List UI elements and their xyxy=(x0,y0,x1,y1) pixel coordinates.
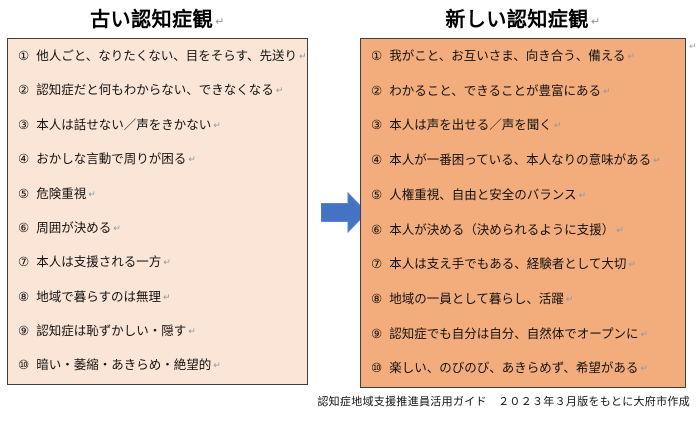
item-text: おかしな言動で周りが困る xyxy=(36,151,187,167)
paragraph-mark-icon: ↵ xyxy=(113,223,121,234)
paragraph-mark-icon: ↵ xyxy=(590,15,601,28)
item-number: ⑦ xyxy=(371,256,383,272)
paragraph-mark-icon: ↵ xyxy=(616,225,624,236)
item-number: ⑨ xyxy=(18,323,30,338)
item-number: ③ xyxy=(371,117,383,133)
list-item: ① 我がこと、お互いさま、向き合う、備える↵ xyxy=(371,48,681,64)
list-item: ① 他人ごと、なりたくない、目をそらす、先送り↵ xyxy=(18,48,307,64)
paragraph-mark-icon: ↵ xyxy=(553,121,562,132)
paragraph-mark-icon: ↵ xyxy=(215,15,225,28)
item-text: 危険重視 xyxy=(36,185,87,201)
paragraph-mark-icon: ↵ xyxy=(689,42,697,52)
list-item: ⑨ 認知症でも自分は自分、自然体でオープンに↵ xyxy=(371,326,681,342)
paragraph-mark-icon: ↵ xyxy=(275,86,284,97)
list-item: ② 認知症だと何もわからない、できなくなる↵ xyxy=(18,82,303,98)
list-item: ⑩ 暗い・萎縮・あきらめ・絶望的↵ xyxy=(18,357,303,373)
paragraph-mark-icon: ↵ xyxy=(628,260,636,271)
item-number: ⑨ xyxy=(371,325,383,341)
item-text: 周囲が決める xyxy=(36,219,112,235)
item-number: ⑥ xyxy=(371,221,383,237)
list-item: ④ おかしな言動で周りが困る↵ xyxy=(18,151,303,167)
item-text: わかること、できることが豊富にある xyxy=(389,82,601,98)
paragraph-mark-icon: ↵ xyxy=(88,189,96,200)
list-item: ⑥ 周囲が決める↵ xyxy=(18,220,303,236)
item-text: 認知症は恥ずかしい・隠す xyxy=(36,323,187,338)
item-text: 本人が決める（決められるように支援） xyxy=(389,221,615,237)
list-item: ⑧ 地域の一員として暮らし、活躍↵ xyxy=(371,291,681,307)
item-text: 本人は支え手でもある、経験者として大切 xyxy=(389,256,627,272)
source-footer: 認知症地域支援推進員活用ガイド ２０２３年３月版をもとに大府市作成 xyxy=(317,395,690,408)
item-text: 地域で暮らすのは無理 xyxy=(36,288,161,304)
paragraph-mark-icon: ↵ xyxy=(213,361,221,372)
list-item: ⑧ 地域で暮らすのは無理↵ xyxy=(18,289,303,305)
item-text: 本人は支援される一方 xyxy=(36,254,162,270)
item-number: ④ xyxy=(371,152,383,168)
list-item: ④ 本人が一番困っている、本人なりの意味がある↵ xyxy=(371,152,681,168)
item-number: ③ xyxy=(18,116,30,132)
item-number: ⑧ xyxy=(18,288,30,304)
list-item: ② わかること、できることが豊富にある↵ xyxy=(371,83,681,99)
item-number: ⑤ xyxy=(371,186,383,202)
paragraph-mark-icon: ↵ xyxy=(640,364,648,375)
paragraph-mark-icon: ↵ xyxy=(578,190,587,201)
paragraph-mark-icon: ↵ xyxy=(188,155,196,166)
item-number: ⑤ xyxy=(18,185,30,201)
right-arrow-icon xyxy=(320,191,368,234)
paragraph-mark-icon: ↵ xyxy=(640,329,649,340)
old-view-title: 古い認知症観↵ xyxy=(7,3,308,32)
item-number: ② xyxy=(18,82,30,98)
item-number: ⑦ xyxy=(18,254,30,270)
paragraph-mark-icon: ↵ xyxy=(188,327,196,337)
paragraph-mark-icon: ↵ xyxy=(565,294,574,305)
item-text: 本人は話せない／声をきかない xyxy=(36,116,212,132)
item-number: ④ xyxy=(18,151,30,167)
item-text: 人権重視、自由と安全のバランス xyxy=(389,186,577,202)
item-number: ⑩ xyxy=(18,357,30,373)
item-text: 本人が一番困っている、本人なりの意味がある xyxy=(389,152,652,168)
item-text: 認知症だと何もわからない、できなくなる xyxy=(36,82,274,98)
paragraph-mark-icon: ↵ xyxy=(298,52,307,62)
paragraph-mark-icon: ↵ xyxy=(162,292,171,303)
list-item: ⑤ 人権重視、自由と安全のバランス↵ xyxy=(371,187,681,203)
list-item: ⑨ 認知症は恥ずかしい・隠す↵ xyxy=(18,323,303,339)
list-item: ③ 本人は話せない／声をきかない↵ xyxy=(18,117,303,133)
item-number: ② xyxy=(371,82,383,98)
paragraph-mark-icon: ↵ xyxy=(213,120,221,131)
item-number: ① xyxy=(18,48,30,63)
item-number: ⑩ xyxy=(371,360,383,376)
new-view-title: 新しい認知症観↵ xyxy=(360,3,686,32)
item-text: 認知症でも自分は自分、自然体でオープンに xyxy=(389,325,639,341)
list-item: ⑤ 危険重視↵ xyxy=(18,186,303,202)
old-view-title-text: 古い認知症観 xyxy=(90,7,214,31)
item-text: 他人ごと、なりたくない、目をそらす、先送り xyxy=(36,48,297,63)
item-number: ① xyxy=(371,48,383,63)
list-item: ③ 本人は声を出せる／声を聞く↵ xyxy=(371,117,681,133)
paragraph-mark-icon: ↵ xyxy=(163,258,171,269)
list-item: ⑩ 楽しい、のびのび、あきらめず、希望がある↵ xyxy=(371,360,681,376)
item-text: 地域の一員として暮らし、活躍 xyxy=(389,290,564,306)
list-item: ⑦ 本人は支援される一方↵ xyxy=(18,254,303,270)
item-text: 楽しい、のびのび、あきらめず、希望がある xyxy=(389,360,639,376)
paragraph-mark-icon: ↵ xyxy=(653,156,661,167)
paragraph-mark-icon: ↵ xyxy=(602,86,611,97)
item-number: ⑥ xyxy=(18,219,30,235)
new-view-title-text: 新しい認知症観 xyxy=(445,7,589,31)
item-text: 我がこと、お互いさま、向き合う、備える xyxy=(389,48,626,63)
list-item: ⑦ 本人は支え手でもある、経験者として大切↵ xyxy=(371,256,681,272)
paragraph-mark-icon: ↵ xyxy=(627,52,635,62)
item-number: ⑧ xyxy=(371,290,383,306)
item-text: 暗い・萎縮・あきらめ・絶望的 xyxy=(36,357,212,373)
list-item: ⑥ 本人が決める（決められるように支援）↵ xyxy=(371,222,681,238)
item-text: 本人は声を出せる／声を聞く xyxy=(389,117,552,133)
